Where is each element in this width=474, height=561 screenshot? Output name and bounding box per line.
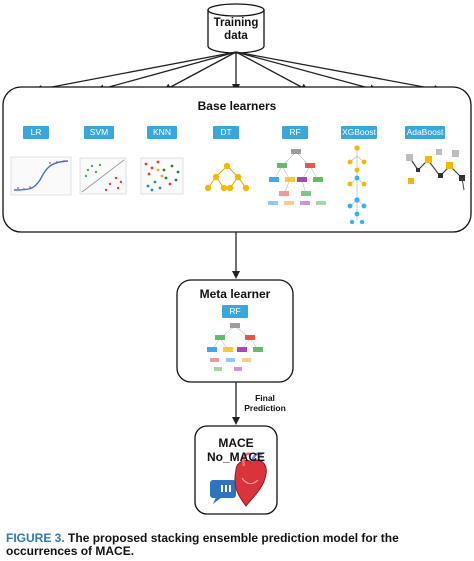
rf-trees bbox=[268, 149, 326, 205]
base-learners-box bbox=[2, 86, 472, 233]
svm-plot bbox=[79, 157, 127, 195]
tag-svm: SVM bbox=[84, 126, 114, 139]
tag-xgboost: XGBoost bbox=[341, 126, 377, 139]
fanout-arrows bbox=[34, 51, 442, 93]
knn-plot bbox=[140, 157, 184, 195]
meta-learner-title: Meta learner bbox=[199, 287, 271, 301]
final-prediction-label: Final Prediction bbox=[241, 393, 289, 413]
lr-plot bbox=[10, 156, 72, 196]
xgboost-trees bbox=[347, 145, 367, 225]
base-learners-title: Base learners bbox=[197, 99, 277, 113]
figure-caption: FIGURE 3. The proposed stacking ensemble… bbox=[6, 532, 468, 558]
tag-dt: DT bbox=[213, 126, 239, 139]
meta-learner-box bbox=[176, 279, 294, 383]
tag-adaboost: AdaBoost bbox=[405, 126, 445, 139]
tag-knn: KNN bbox=[147, 126, 177, 139]
adaboost-chain bbox=[406, 149, 465, 191]
meta-rf-tree bbox=[207, 323, 263, 371]
tag-lr: LR bbox=[23, 126, 49, 139]
heart-icon bbox=[234, 452, 267, 507]
dt-tree bbox=[204, 162, 250, 192]
output-class-mace: MACE bbox=[218, 436, 254, 450]
training-line2: data bbox=[224, 30, 248, 42]
tag-rf: RF bbox=[282, 126, 308, 139]
chat-bubble-icon bbox=[210, 480, 236, 504]
training-data-label: Training data bbox=[206, 17, 266, 43]
ensemble-diagram bbox=[2, 3, 472, 515]
final-line2: Prediction bbox=[244, 403, 286, 413]
final-line1: Final bbox=[255, 393, 275, 403]
tag-meta-rf: RF bbox=[222, 305, 248, 318]
caption-figure-number: FIGURE 3. bbox=[6, 531, 65, 545]
caption-text: The proposed stacking ensemble predictio… bbox=[6, 531, 399, 558]
training-line1: Training bbox=[213, 17, 259, 29]
output-classes: MACE No_MACE bbox=[196, 436, 276, 464]
output-class-no-mace: No_MACE bbox=[206, 450, 265, 464]
